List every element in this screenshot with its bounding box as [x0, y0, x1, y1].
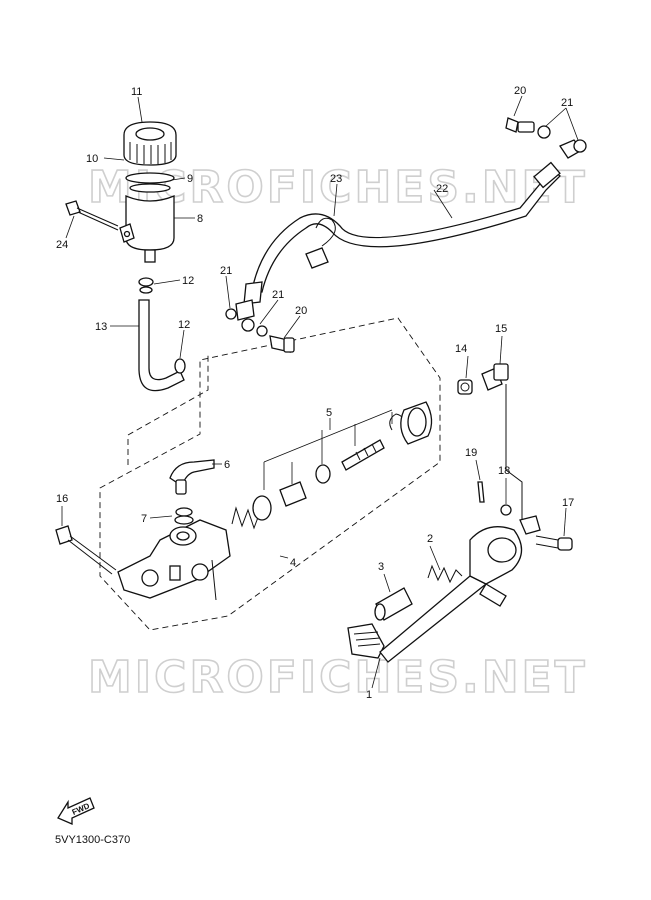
- callout-21-mid[interactable]: 21: [272, 289, 284, 301]
- callout-5[interactable]: 5: [326, 407, 332, 419]
- callout-6[interactable]: 6: [224, 459, 230, 471]
- hose-fitting-upper: [533, 161, 561, 189]
- assembly-leader: [211, 559, 217, 601]
- banjo-lower: [235, 299, 255, 321]
- o-ring-7[interactable]: [174, 507, 194, 525]
- callout-18[interactable]: 18: [498, 465, 510, 477]
- master-cylinder-body[interactable]: [117, 519, 231, 599]
- brake-hose-group[interactable]: [235, 139, 583, 321]
- cylinder-port-inner: [176, 531, 190, 541]
- callout-14[interactable]: 14: [455, 343, 467, 355]
- diagram-code: 5VY1300-C370: [55, 834, 130, 846]
- hose-joint[interactable]: [169, 459, 215, 495]
- reservoir-hose[interactable]: [138, 299, 185, 392]
- brake-hose[interactable]: [251, 169, 561, 293]
- watermark-bottom: MICROFICHES.NET: [88, 652, 588, 703]
- callout-20-upper[interactable]: 20: [514, 85, 526, 97]
- brake-pedal[interactable]: [347, 515, 541, 663]
- piston-cup: [252, 495, 272, 521]
- mount-hole-left: [141, 569, 159, 587]
- callout-22[interactable]: 22: [436, 183, 448, 195]
- pedal-pad-grip: [353, 631, 381, 647]
- tab-hole: [123, 230, 131, 238]
- pedal-pivot: [487, 537, 517, 563]
- hose-clip-upper[interactable]: [138, 277, 154, 294]
- pedal-pad: [347, 623, 385, 659]
- callout-23[interactable]: 23: [330, 173, 342, 185]
- callout-4[interactable]: 4: [290, 557, 296, 569]
- rod-end-15[interactable]: [481, 363, 509, 391]
- callout-19[interactable]: 19: [465, 447, 477, 459]
- master-cylinder-assembly-outline: [99, 317, 441, 631]
- washer-21-upper-a[interactable]: [537, 125, 551, 139]
- callout-8[interactable]: 8: [197, 213, 203, 225]
- washer-21-left[interactable]: [225, 308, 237, 320]
- callout-12-lower[interactable]: 12: [178, 319, 190, 331]
- washer-18[interactable]: [500, 504, 512, 516]
- piston-seal: [315, 464, 331, 484]
- mount-hole-right: [191, 563, 209, 581]
- pedal-lug: [479, 583, 507, 607]
- nut-14[interactable]: [457, 379, 473, 395]
- pedal-arm-upper: [519, 515, 541, 535]
- callout-13[interactable]: 13: [95, 321, 107, 333]
- leader-lines: [61, 95, 579, 689]
- callout-3[interactable]: 3: [378, 561, 384, 573]
- piston: [279, 481, 307, 507]
- push-rod: [341, 439, 385, 471]
- callout-15[interactable]: 15: [495, 323, 507, 335]
- union-bolt-20-upper[interactable]: [505, 117, 535, 133]
- reservoir-group[interactable]: [65, 121, 177, 263]
- washer-21-upper-b[interactable]: [573, 139, 587, 153]
- callout-24[interactable]: 24: [56, 239, 68, 251]
- clamp-band: [315, 217, 336, 247]
- callout-9[interactable]: 9: [187, 173, 193, 185]
- upper-assembly-outline: [127, 355, 209, 465]
- pedal-arm: [379, 575, 488, 663]
- piston-kit[interactable]: [231, 401, 433, 530]
- union-bolt-20-lower[interactable]: [269, 335, 295, 353]
- fwd-arrow-icon: [57, 797, 95, 825]
- callout-20-lower[interactable]: 20: [295, 305, 307, 317]
- screw-24-shank: [76, 207, 119, 231]
- hose-fitting-lower: [243, 281, 263, 305]
- callout-11[interactable]: 11: [131, 86, 142, 98]
- callout-16[interactable]: 16: [56, 493, 68, 505]
- diaphragm-plate[interactable]: [129, 183, 171, 193]
- rod-to-pedal-leader: [505, 384, 523, 520]
- callout-7[interactable]: 7: [141, 513, 147, 525]
- callout-2[interactable]: 2: [427, 533, 433, 545]
- bolt-17[interactable]: [535, 535, 573, 551]
- callout-17[interactable]: 17: [562, 497, 574, 509]
- return-spring[interactable]: [427, 564, 463, 584]
- hose-clip-lower[interactable]: [174, 358, 186, 374]
- reservoir-body[interactable]: [125, 195, 175, 251]
- bolt-16[interactable]: [55, 525, 117, 575]
- cotter-pin[interactable]: [477, 481, 485, 503]
- callout-labels: 11 10 9 8 24 12 13 12 21 21 20 20 21 23 …: [56, 85, 574, 701]
- fwd-arrow: FWD: [57, 797, 95, 825]
- diaphragm[interactable]: [125, 172, 175, 184]
- washer-21-mid-b[interactable]: [256, 325, 268, 337]
- hose-clamp[interactable]: [305, 247, 329, 269]
- screw-24[interactable]: [65, 200, 81, 216]
- callout-21-upper[interactable]: 21: [561, 97, 573, 109]
- reservoir-nozzle: [144, 249, 156, 263]
- washer-21-mid[interactable]: [241, 318, 255, 332]
- boot-opening: [407, 407, 427, 437]
- callout-21-left[interactable]: 21: [220, 265, 232, 277]
- callout-1[interactable]: 1: [366, 689, 372, 701]
- callout-12-upper[interactable]: 12: [182, 275, 194, 287]
- pedal-collar[interactable]: [374, 587, 413, 621]
- cap-top: [135, 127, 165, 141]
- cap-ridges: [129, 142, 172, 164]
- push-rod-thread: [355, 443, 377, 461]
- callout-10[interactable]: 10: [86, 153, 98, 165]
- cylinder-bolt-boss: [169, 565, 181, 581]
